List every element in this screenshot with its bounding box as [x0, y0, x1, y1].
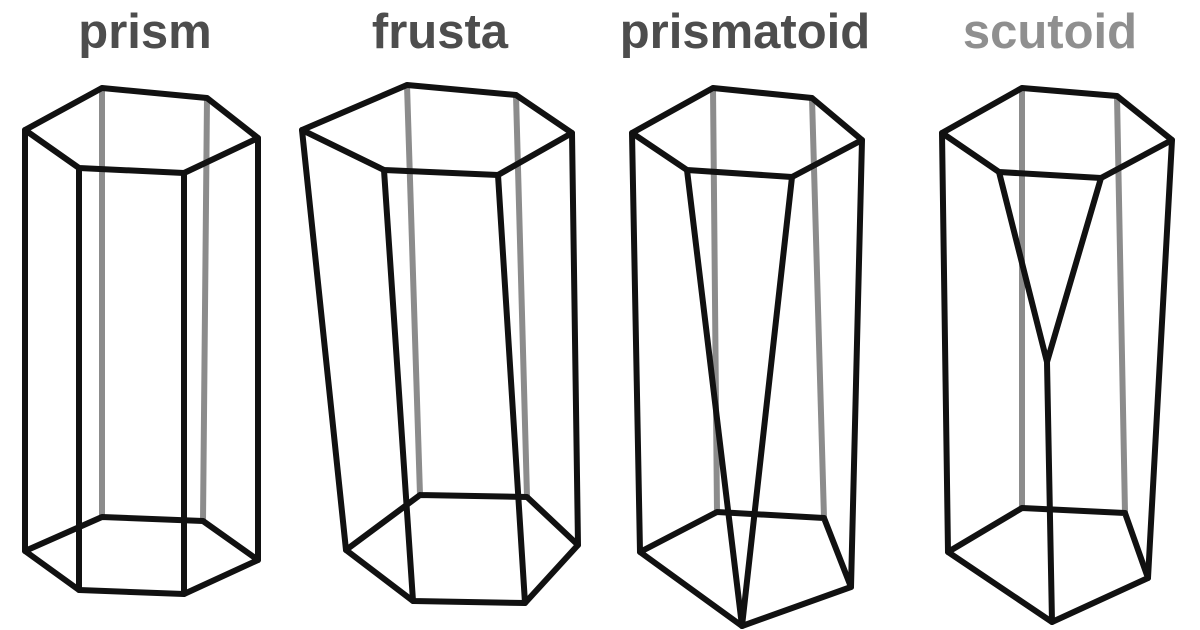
label-scutoid: scutoid — [962, 5, 1138, 59]
frusta-visible-edges — [299, 82, 581, 606]
label-frusta: frusta — [371, 5, 509, 59]
frusta-solid — [299, 82, 581, 606]
scutoid-visible-edges — [939, 85, 1175, 625]
prism-hidden-edges — [99, 85, 210, 524]
frusta-hidden-edges — [404, 82, 530, 500]
scutoid-solid — [939, 85, 1175, 625]
prism-visible-edges — [22, 85, 261, 597]
prism-solid — [22, 85, 261, 597]
label-prism: prism — [78, 5, 212, 59]
scutoid-hidden-edges — [1019, 85, 1128, 516]
prismatoid-visible-edges — [629, 85, 865, 629]
prismatoid-hidden-edges — [710, 85, 827, 521]
label-prismatoid: prismatoid — [619, 5, 871, 59]
prismatoid-solid — [629, 85, 865, 629]
